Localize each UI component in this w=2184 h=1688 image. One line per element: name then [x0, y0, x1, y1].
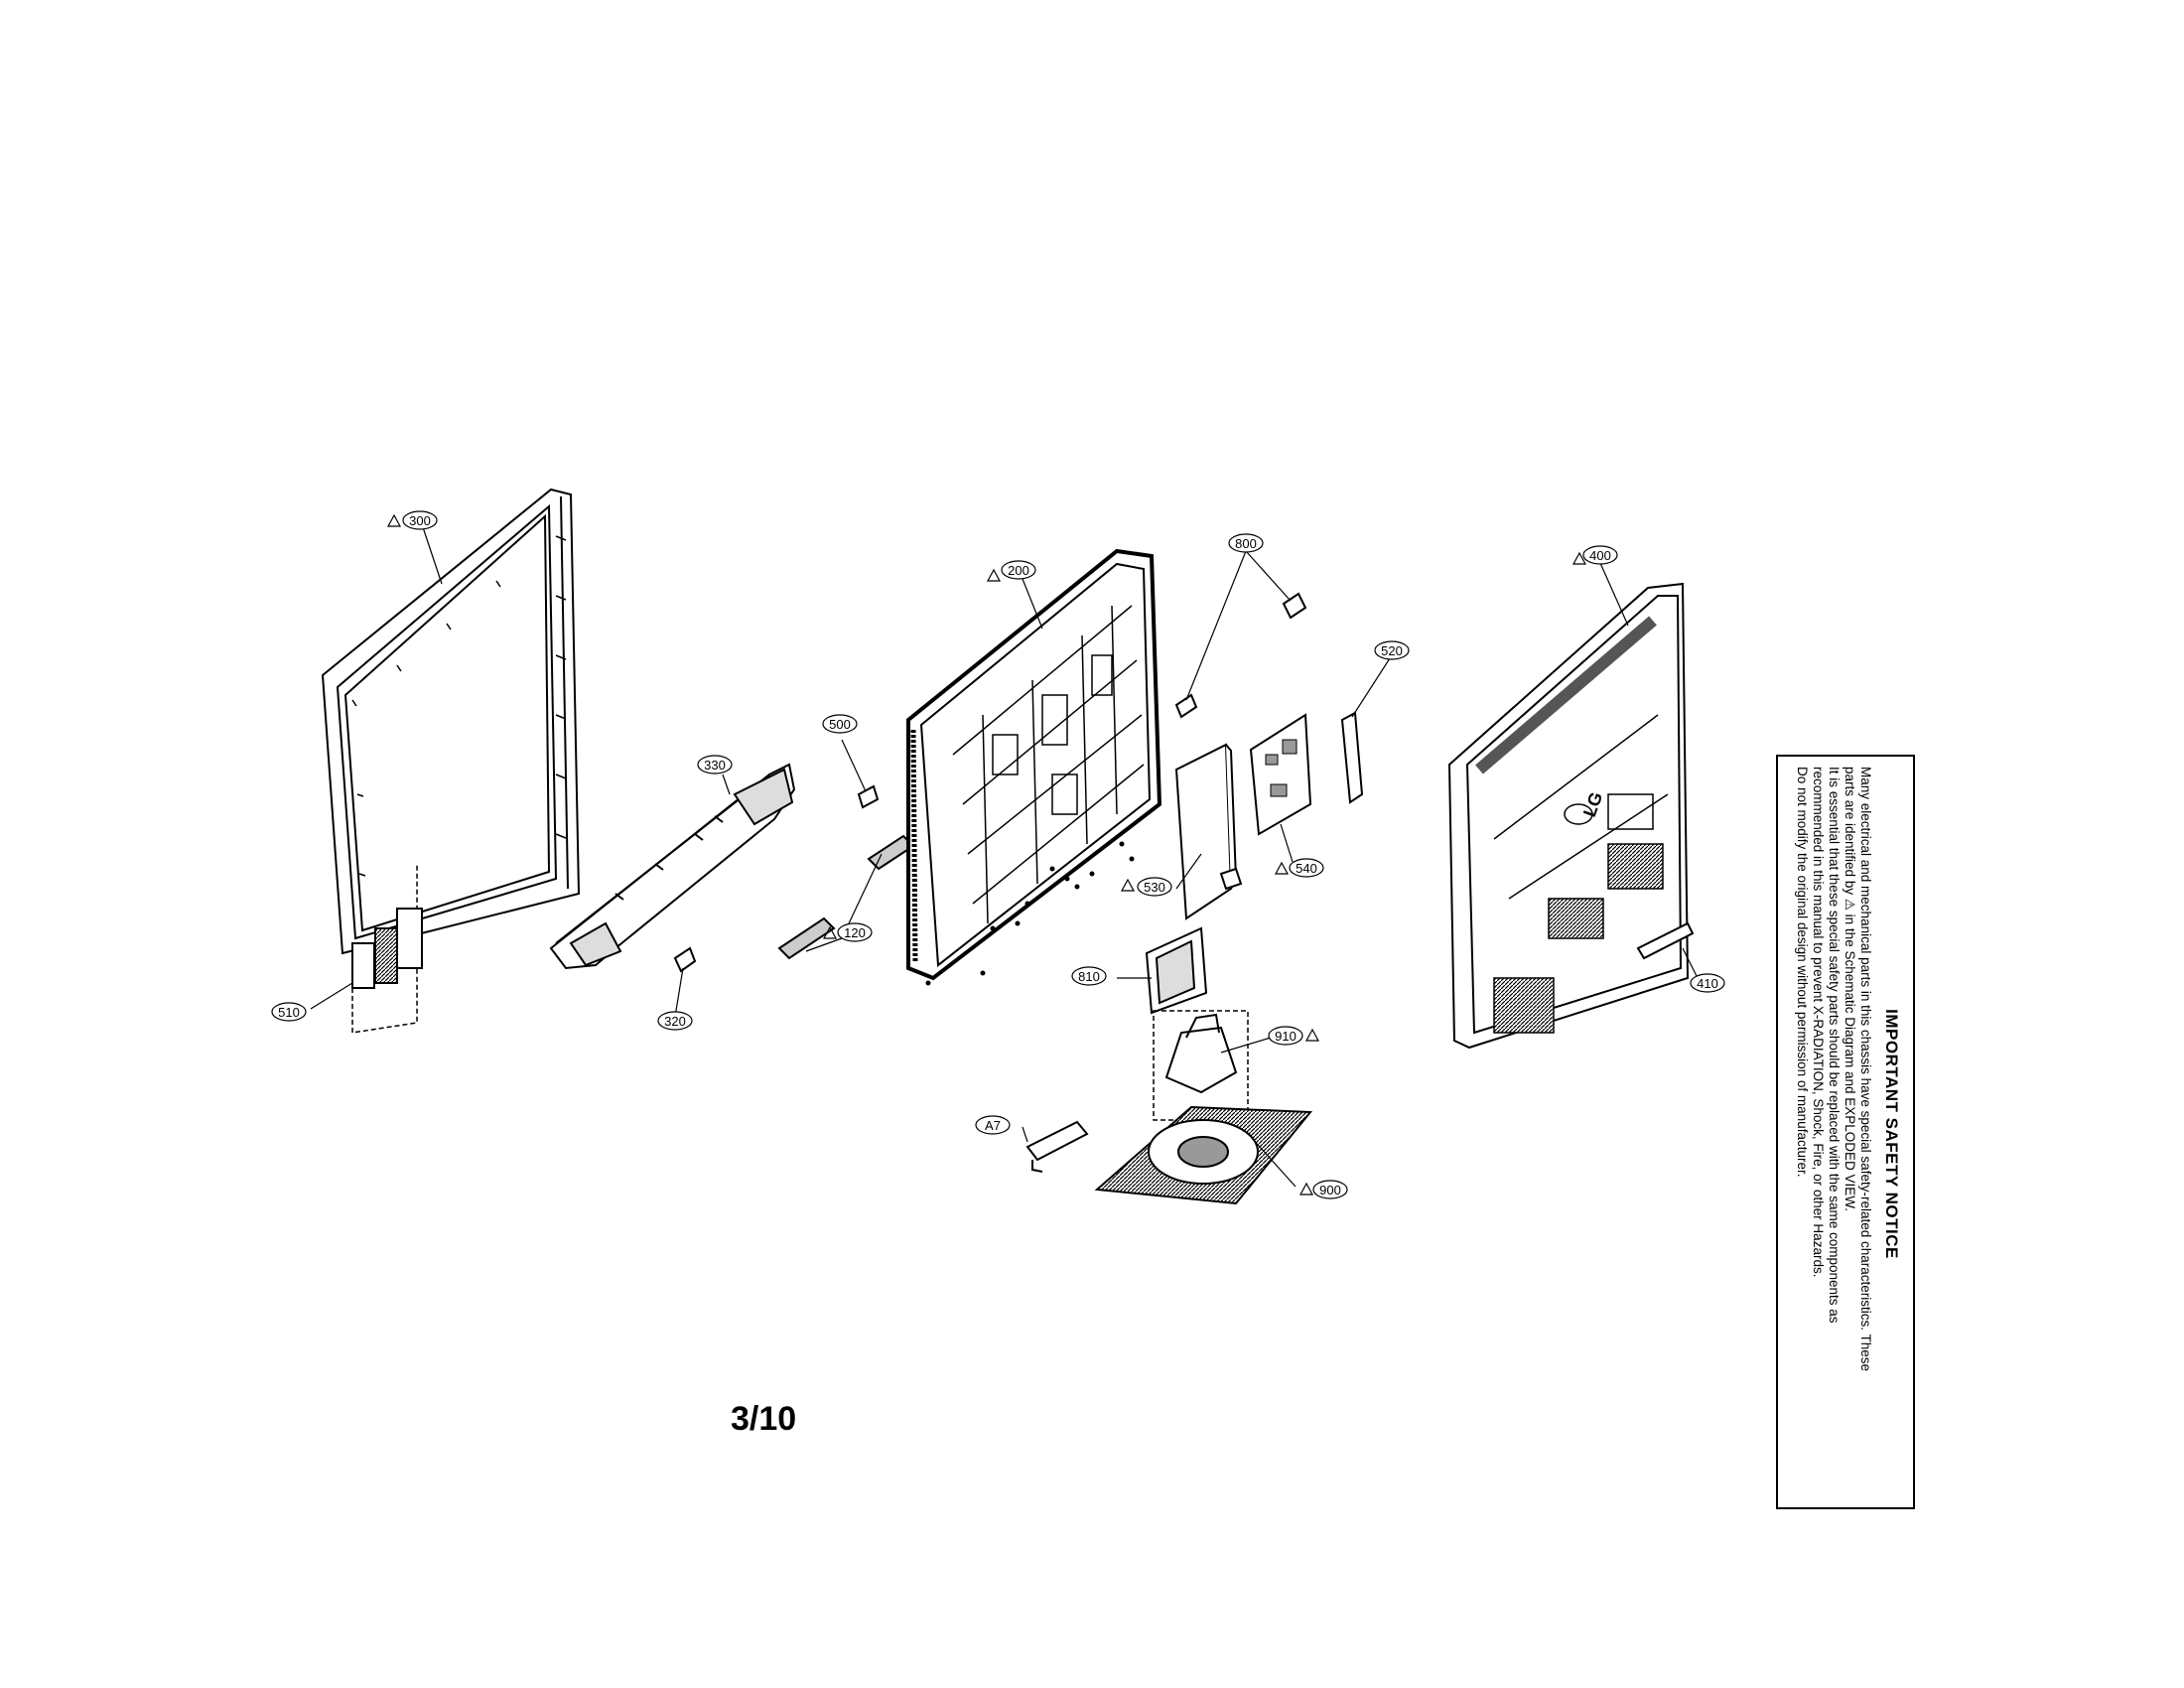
screws: [925, 841, 1135, 986]
lcd-module-part-200: [906, 548, 1162, 981]
callout-520: [1374, 640, 1410, 660]
callout-330: [697, 755, 733, 774]
back-cover-part-400: [1447, 582, 1690, 1050]
callout-label-900: 900: [1319, 1183, 1341, 1197]
stand-neck-part-910: [1153, 1010, 1249, 1121]
callout-label-330: 330: [704, 758, 726, 773]
front-bezel-part-300: [321, 488, 581, 955]
callout-label-320: 320: [664, 1014, 686, 1029]
callout-label-530: 530: [1144, 880, 1165, 895]
speaker-bar-part-330: [549, 763, 796, 970]
main-board-part-540: [1249, 713, 1312, 836]
callout-label-120: 120: [844, 925, 866, 940]
stand-bracket-part-810: [1145, 926, 1208, 1015]
callout-label-500: 500: [829, 717, 851, 732]
safety-notice-title: IMPORTANT SAFETY NOTICE: [1882, 1009, 1901, 1259]
part-410: [1636, 921, 1695, 960]
callout-200: [1001, 560, 1036, 580]
callout-label-400: 400: [1589, 548, 1611, 563]
callout-500: [822, 714, 858, 734]
callout-bubbles: [271, 510, 1725, 1199]
side-board-part-520: [1340, 711, 1364, 804]
callout-label-800: 800: [1235, 536, 1257, 551]
safety-notice-content: IMPORTANT SAFETY NOTICE Many electrical …: [1794, 767, 1901, 1501]
callout-label-910: 910: [1275, 1029, 1297, 1044]
warning-triangle-icon: [1274, 861, 1290, 875]
callout-320: [657, 1011, 693, 1031]
warning-triangle-icon: [986, 568, 1002, 582]
callout-300: [402, 510, 438, 530]
callout-label-300: 300: [409, 513, 431, 528]
callout-label-200: 200: [1008, 563, 1029, 578]
callout-810: [1071, 966, 1107, 986]
callout-label-520: 520: [1381, 643, 1403, 658]
warning-triangle-icon: [1304, 1028, 1320, 1042]
control-panel-part-510: [351, 864, 423, 1034]
callout-label-810: 810: [1078, 969, 1100, 984]
power-board-part-530: [1174, 743, 1243, 920]
callout-410: [1690, 973, 1725, 993]
callout-label-510: 510: [278, 1005, 300, 1020]
bracket-part-800: [1174, 592, 1307, 719]
safety-notice-line: It is essential that these special safet…: [1827, 767, 1842, 1324]
callout-label-540: 540: [1296, 861, 1317, 876]
leader-lines: [310, 523, 1699, 1188]
safety-notice-line: recommended in this manual to prevent X-…: [1811, 767, 1826, 1278]
safety-notice-line: parts are identified by ⚠ in the Schemat…: [1843, 767, 1857, 1212]
safety-notice-body: Many electrical and mechanical parts in …: [1794, 767, 1873, 1501]
warning-triangle-icon: [1120, 878, 1136, 892]
callout-530: [1137, 877, 1172, 897]
callout-400: [1582, 545, 1618, 565]
safety-notice-line: Do not modify the original design withou…: [1795, 767, 1810, 1178]
warning-triangle-icon: [1571, 551, 1587, 565]
safety-notice-box: IMPORTANT SAFETY NOTICE Many electrical …: [1776, 755, 1915, 1509]
warning-triangle-icon: [822, 925, 838, 939]
stand-base-part-900: [1094, 1105, 1313, 1205]
callout-900: [1312, 1180, 1348, 1199]
callout-labels: 300 330 500 200 800 520 400 530 540 120 …: [278, 513, 1718, 1197]
warning-triangle-icon: [1298, 1182, 1314, 1196]
callout-910: [1268, 1026, 1303, 1046]
callout-800: [1228, 533, 1264, 553]
callout-510: [271, 1002, 307, 1022]
warning-triangle-icon: [386, 513, 402, 527]
part-320: [673, 946, 697, 973]
part-A7: [1025, 1120, 1089, 1173]
callout-540: [1289, 858, 1324, 878]
safety-notice-line: Many electrical and mechanical parts in …: [1858, 767, 1873, 1372]
callout-label-A7: A7: [985, 1118, 1001, 1133]
callout-120: [837, 922, 873, 942]
safety-warning-icons: [386, 513, 1587, 1196]
bracket-part-500: [857, 784, 880, 809]
callout-A7: [975, 1115, 1011, 1135]
callout-label-410: 410: [1697, 976, 1718, 991]
page-number: 3/10: [731, 1400, 797, 1438]
